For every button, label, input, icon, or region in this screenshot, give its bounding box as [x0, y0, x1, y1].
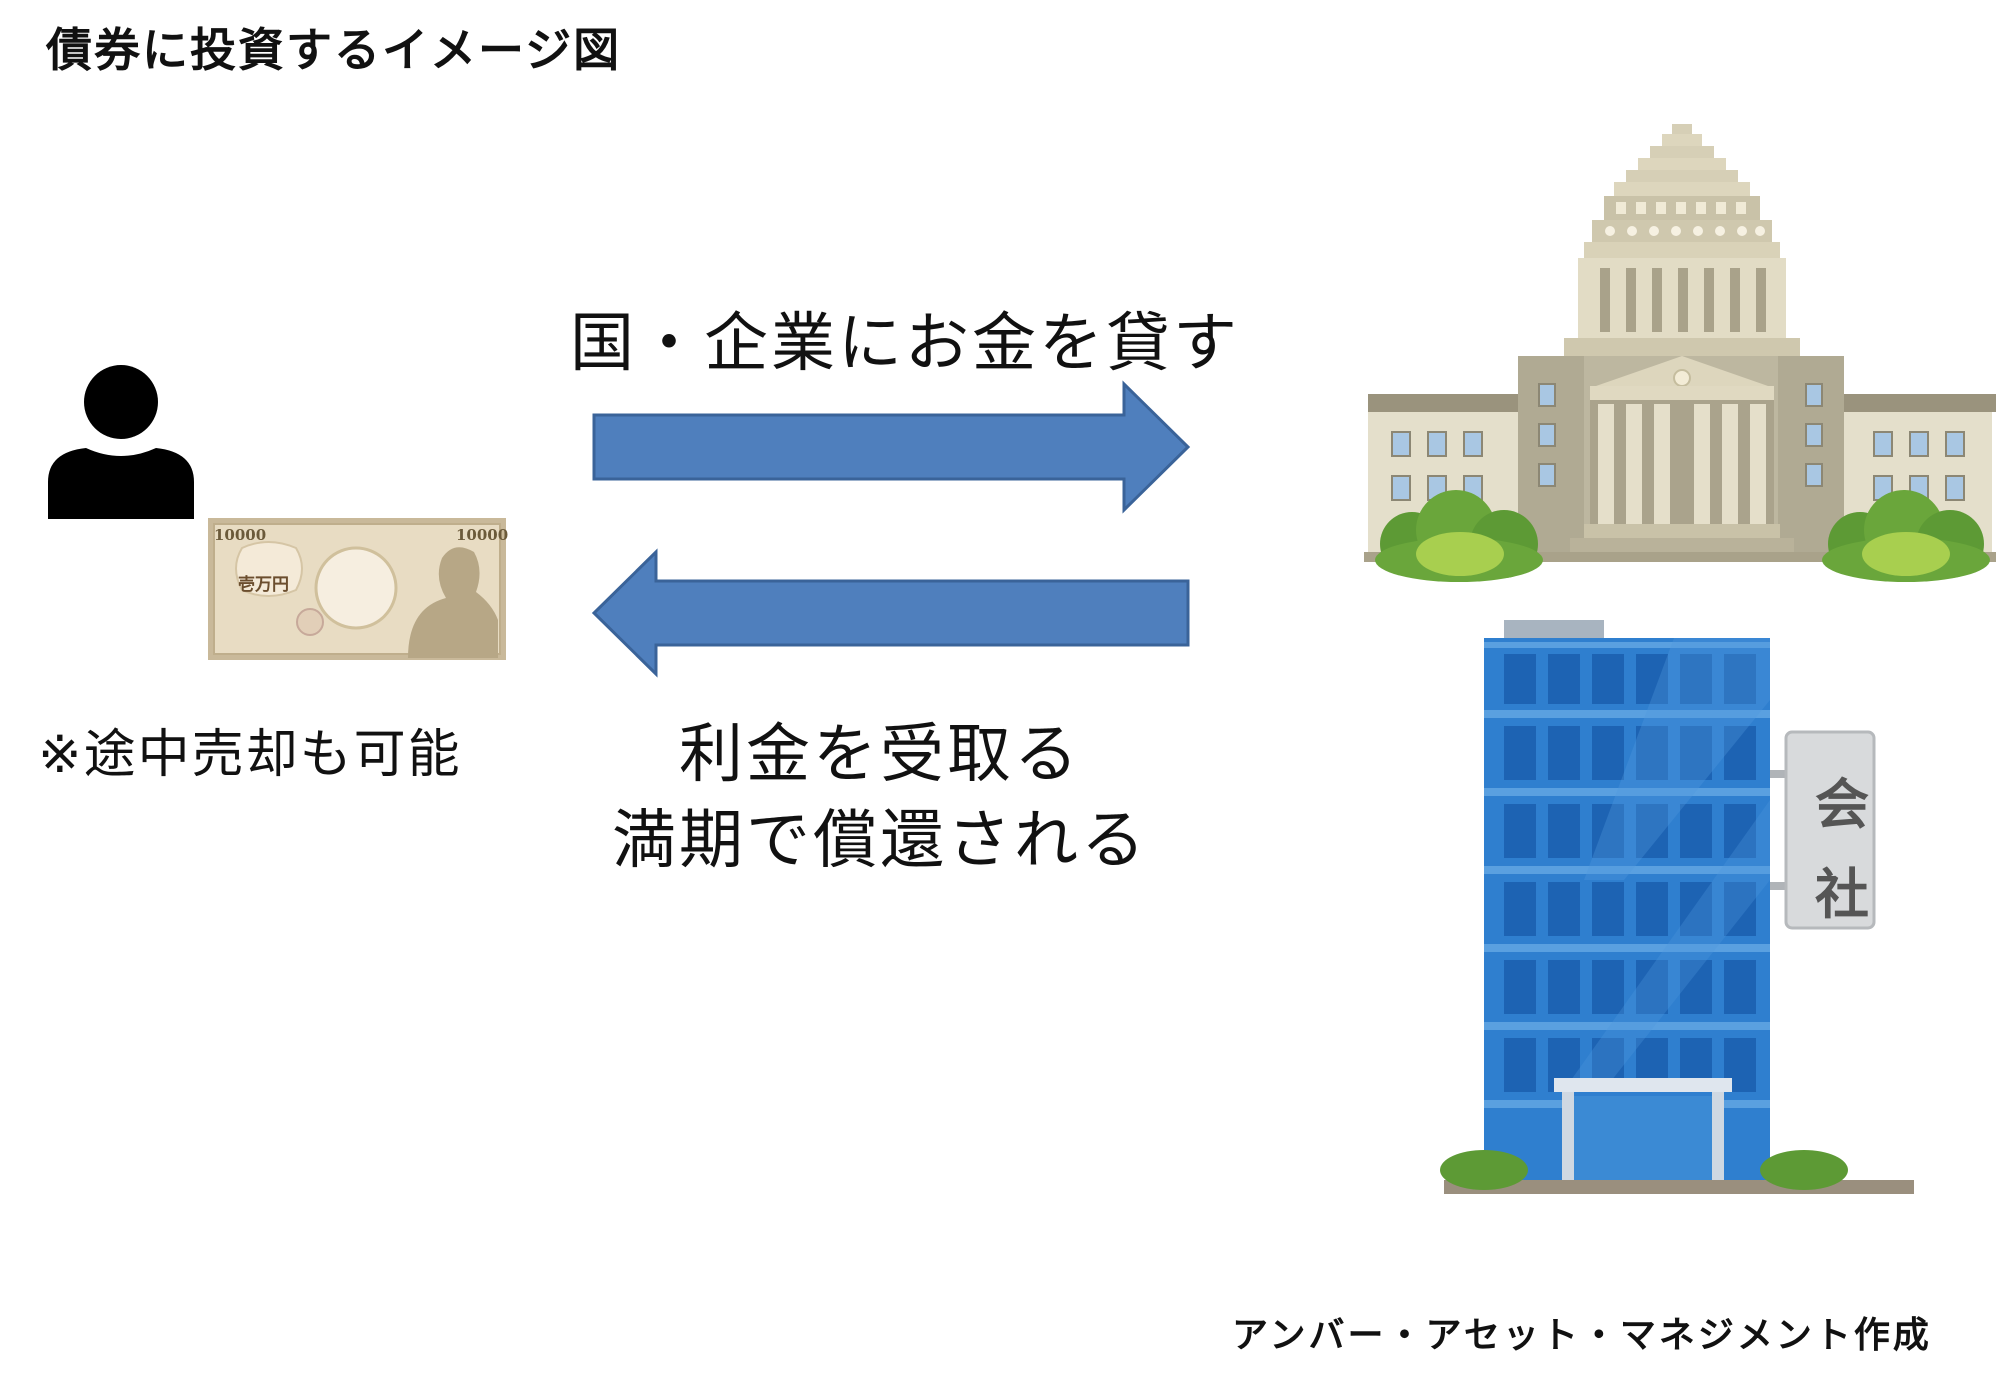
receive-label-line1: 利金を受取る [679, 718, 1081, 792]
lend-label: 国・企業にお金を貸す [570, 307, 1240, 381]
receive-label: 利金を受取る 満期で償還される [600, 712, 1160, 884]
company-sign-char-2: 社 [1815, 863, 1869, 926]
company-sign-char-1: 会 [1815, 773, 1869, 836]
sell-note: ※途中売却も可能 [38, 725, 462, 785]
banknote-denomination-left: 10000 [214, 526, 266, 544]
company-building-icon [1440, 620, 1914, 1194]
repay-arrow [591, 548, 1190, 678]
banknote-icon: 10000 10000 壱万円 [208, 518, 508, 660]
credit-text: アンバー・アセット・マネジメント作成 [1232, 1315, 1932, 1356]
parliament-building-icon [1364, 124, 1996, 582]
receive-label-line2: 満期で償還される [612, 804, 1148, 878]
banknote-kanji: 壱万円 [238, 574, 289, 595]
lend-arrow [592, 380, 1191, 514]
person-icon [48, 365, 194, 519]
banknote-denomination-right: 10000 [456, 526, 508, 544]
page-title: 債券に投資するイメージ図 [46, 23, 622, 77]
